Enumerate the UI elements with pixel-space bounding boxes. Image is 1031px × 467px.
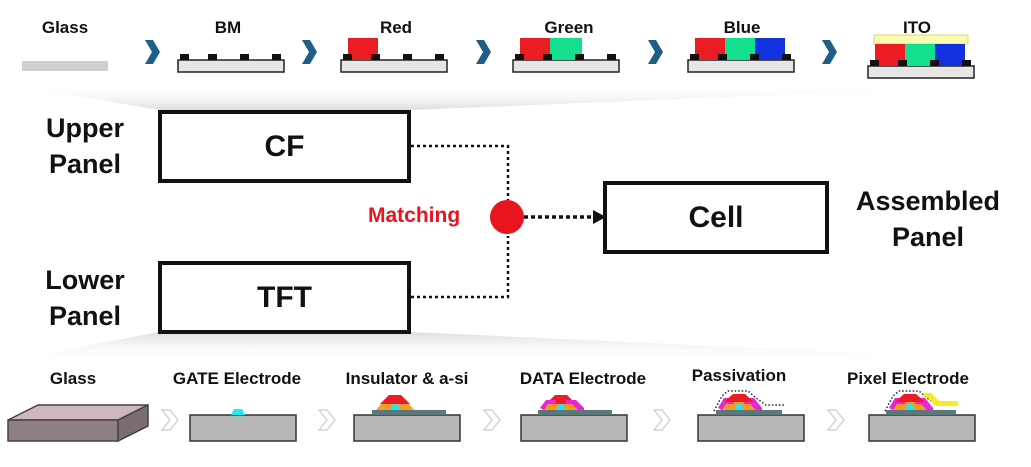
tft-step-label: Passivation	[691, 366, 787, 385]
cell-arrowhead-icon	[593, 210, 606, 224]
cf-step-label: ITO	[902, 18, 932, 37]
tft-step-glass-graphic	[7, 403, 149, 443]
lower-panel-label-line1: Lower	[45, 265, 125, 295]
tft-connector-line	[411, 236, 510, 299]
tft-step-label: Pixel Electrode	[847, 369, 969, 388]
cf-arrow-1-icon	[145, 40, 160, 64]
tft-step-gate-graphic	[189, 409, 297, 442]
cf-step-green-graphic	[512, 38, 620, 73]
tft-arrow-3-icon	[482, 409, 501, 431]
assembled-panel-label-line2: Panel	[891, 222, 965, 252]
cf-step-bm-graphic	[177, 54, 285, 73]
tft-arrow-4-icon	[652, 409, 671, 431]
cf-box: CF	[158, 110, 411, 183]
cf-arrow-5-icon	[822, 40, 837, 64]
upper-panel-label-line2: Panel	[48, 149, 122, 179]
upper-process-fan	[10, 85, 1020, 110]
cf-arrow-2-icon	[302, 40, 317, 64]
matching-point	[490, 200, 524, 234]
cf-arrow-3-icon	[476, 40, 491, 64]
tft-arrow-5-icon	[826, 409, 845, 431]
tft-step-label: Insulator & a-si	[345, 369, 469, 388]
cf-arrow-4-icon	[648, 40, 663, 64]
tft-step-passivation-graphic	[697, 390, 805, 442]
tft-step-label: GATE Electrode	[172, 369, 302, 388]
lower-panel-label-line2: Panel	[48, 301, 122, 331]
tft-step-label: DATA Electrode	[519, 369, 647, 388]
cf-step-label: BM	[214, 18, 242, 37]
tft-step-label: Glass	[49, 369, 97, 388]
cf-step-glass-graphic	[22, 61, 108, 71]
lower-process-fan	[10, 332, 1020, 360]
cf-step-red-graphic	[340, 38, 448, 73]
cf-step-label: Green	[544, 18, 594, 37]
cf-step-label: Glass	[41, 18, 89, 37]
matching-label: Matching	[368, 204, 461, 227]
cf-step-ito-graphic	[867, 34, 975, 79]
tft-step-data-graphic	[520, 395, 628, 442]
tft-step-pixel-graphic	[868, 390, 976, 442]
cf-step-blue-graphic	[687, 38, 795, 73]
cf-connector-line	[411, 144, 510, 200]
tft-arrow-1-icon	[160, 409, 179, 431]
cf-step-label: Blue	[723, 18, 761, 37]
cell-box: Cell	[603, 181, 829, 254]
tft-step-insulator-graphic	[353, 395, 461, 442]
assembled-panel-label: Assembled Panel	[838, 183, 1018, 255]
lower-panel-label: Lower Panel	[20, 262, 150, 334]
upper-panel-label: Upper Panel	[20, 110, 150, 182]
cf-step-label: Red	[379, 18, 413, 37]
tft-arrow-2-icon	[317, 409, 336, 431]
upper-panel-label-line1: Upper	[45, 113, 124, 143]
tft-box: TFT	[158, 261, 411, 334]
assembled-panel-label-line1: Assembled	[855, 186, 1001, 216]
